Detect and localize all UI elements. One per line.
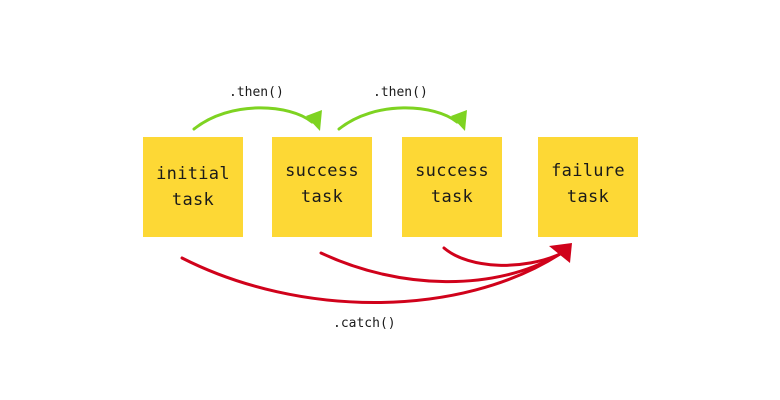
- then-arrow-1-head: [306, 110, 322, 131]
- success-task-box-2: success task: [402, 137, 502, 237]
- then-arrow-2: [337, 106, 459, 131]
- initial-task-box: initial task: [143, 137, 243, 237]
- catch-arrow-from-success-2: [442, 246, 562, 267]
- catch-arrow-from-initial: [180, 252, 562, 304]
- then-arrow-1: [192, 106, 314, 131]
- catch-label: .catch(): [333, 316, 396, 331]
- success-task-label-1: success task: [285, 161, 359, 207]
- failure-task-box: failure task: [538, 137, 638, 237]
- then-label-1: .then(): [229, 85, 284, 100]
- success-task-box-1: success task: [272, 137, 372, 237]
- then-label-2: .then(): [373, 85, 428, 100]
- catch-arrow-from-success-1: [319, 251, 562, 284]
- then-arrow-2-head: [451, 110, 467, 131]
- initial-task-label: initial task: [156, 164, 230, 210]
- success-task-label-2: success task: [415, 161, 489, 207]
- catch-arrow-head: [549, 243, 572, 263]
- failure-task-label: failure task: [551, 161, 625, 207]
